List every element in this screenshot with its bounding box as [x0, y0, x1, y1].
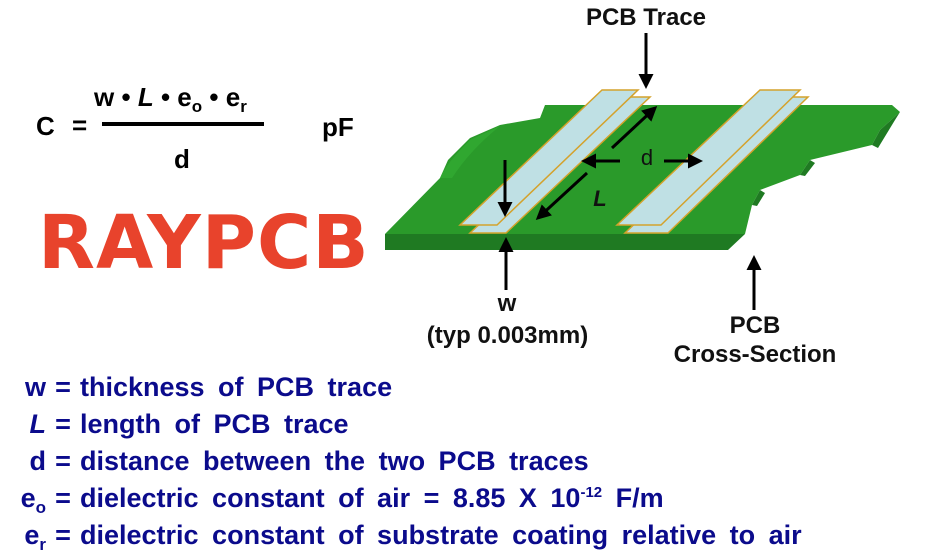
- legend-equals: =: [55, 446, 71, 476]
- dimension-arrows: [497, 33, 762, 310]
- legend-item-er: er = dielectric constant of substrate coat…: [0, 520, 802, 557]
- fraction-bar: [102, 122, 264, 126]
- formula-denominator: d: [174, 144, 190, 174]
- board-front-face: [385, 234, 745, 250]
- legend-symbol: L: [29, 409, 47, 439]
- numerator-L: L: [137, 82, 154, 112]
- legend-symbol-base: e: [24, 520, 40, 550]
- legend-item-d: d = distance between the two PCB traces: [0, 446, 802, 483]
- legend-item-w: w = thickness of PCB trace: [0, 372, 802, 409]
- legend-symbol: w: [24, 372, 46, 402]
- legend-symbol-sub: o: [35, 498, 46, 517]
- legend-symbol-base: e: [20, 483, 36, 513]
- legend-text: distance between the two PCB traces: [80, 446, 589, 476]
- numerator-dot: •: [209, 82, 219, 112]
- board-left-highlight: [440, 126, 500, 178]
- legend-text: dielectric constant of air = 8.85 X 10: [80, 483, 581, 513]
- cross-section-label-line1: PCB: [729, 312, 781, 339]
- legend-text: thickness of PCB trace: [80, 372, 393, 402]
- legend-item-e0: eo = dielectric constant of air = 8.85 X 1…: [0, 483, 802, 520]
- legend-equals: =: [55, 483, 71, 513]
- numerator-e0-sub: o: [191, 97, 203, 116]
- formula-lhs: C: [36, 111, 55, 141]
- numerator-dot: •: [121, 82, 131, 112]
- legend-equals: =: [55, 520, 71, 550]
- legend-item-L: L = length of PCB trace: [0, 409, 802, 446]
- numerator-er-sub: r: [240, 97, 247, 116]
- legend-text: dielectric constant of substrate coating…: [80, 520, 802, 550]
- legend-exponent: -12: [580, 484, 603, 501]
- numerator-dot: •: [160, 82, 171, 112]
- thickness-label: w: [497, 290, 517, 317]
- legend-symbol: d: [29, 446, 47, 476]
- formula-unit: pF: [322, 112, 354, 142]
- trace-right-upper: [615, 89, 802, 226]
- legend-list: w = thickness of PCB trace L = length of PCB…: [0, 372, 802, 557]
- brand-logo-text: RAYPCB: [38, 200, 370, 286]
- legend-equals: =: [55, 409, 71, 439]
- legend-symbol: eo: [0, 483, 46, 518]
- numerator-er: e: [225, 82, 241, 112]
- pcb-trace-label: PCB Trace: [585, 4, 707, 31]
- numerator-w: w: [94, 82, 115, 112]
- legend-unit: F/m: [602, 483, 664, 513]
- legend-symbol: er: [0, 520, 46, 555]
- legend-text: length of PCB trace: [80, 409, 349, 439]
- capacitance-formula: C = w • L • eo • er d pF: [0, 70, 380, 180]
- length-arrow-down: [535, 171, 589, 221]
- thickness-typical-label: (typ 0.003mm): [426, 322, 589, 349]
- legend-symbol-sub: r: [39, 535, 46, 554]
- formula-numerator: w • L • eo • er: [94, 82, 247, 117]
- formula-equals: =: [72, 110, 88, 140]
- length-arrow-up: [610, 105, 658, 150]
- board-side-shading: [872, 112, 900, 148]
- distance-label: d: [640, 145, 654, 170]
- pcb-trace-right: [615, 89, 810, 234]
- legend-equals: =: [55, 372, 71, 402]
- length-label: L: [593, 186, 607, 211]
- numerator-e0: e: [177, 82, 192, 112]
- cross-section-label-line2: Cross-Section: [673, 341, 837, 368]
